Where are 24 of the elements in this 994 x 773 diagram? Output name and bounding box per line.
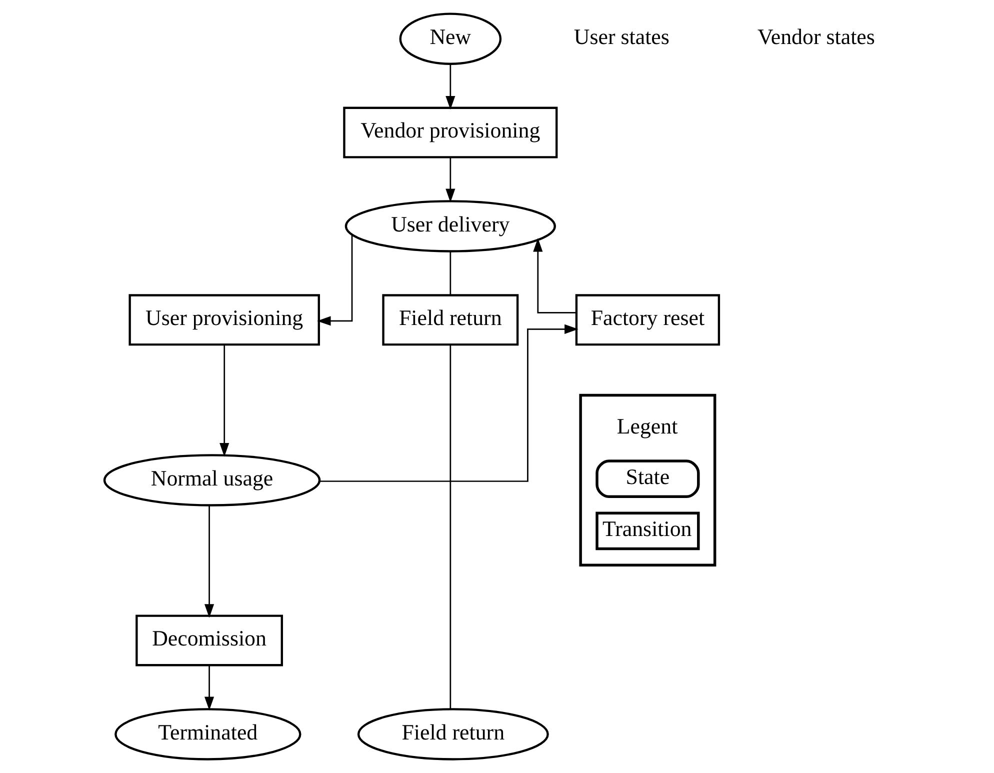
legend-label: Transition bbox=[602, 516, 692, 542]
label: Legent bbox=[616, 413, 678, 438]
legend-label: State bbox=[626, 464, 670, 490]
arrow bbox=[220, 344, 230, 457]
node-box: Decomission bbox=[136, 614, 283, 666]
node-ellipse: Normal usage bbox=[103, 454, 321, 506]
arrow bbox=[204, 506, 214, 618]
arrow bbox=[204, 666, 214, 710]
label: Vendor states bbox=[758, 24, 875, 50]
node-ellipse: Field return bbox=[357, 708, 549, 760]
arrow bbox=[446, 158, 456, 202]
arrow bbox=[317, 234, 353, 326]
node-ellipse: Terminated bbox=[114, 708, 302, 760]
label: User states bbox=[574, 24, 670, 50]
node-box: Vendor provisioning bbox=[343, 106, 558, 158]
node-ellipse: New bbox=[399, 12, 502, 65]
connector bbox=[450, 252, 452, 295]
arrow bbox=[320, 324, 578, 482]
node-box: Factory reset bbox=[575, 294, 720, 346]
node-box: User provisioning bbox=[128, 294, 320, 346]
arrow bbox=[446, 64, 456, 110]
node-box: Field return bbox=[382, 294, 519, 346]
connector bbox=[450, 344, 452, 709]
arrow bbox=[533, 238, 576, 314]
